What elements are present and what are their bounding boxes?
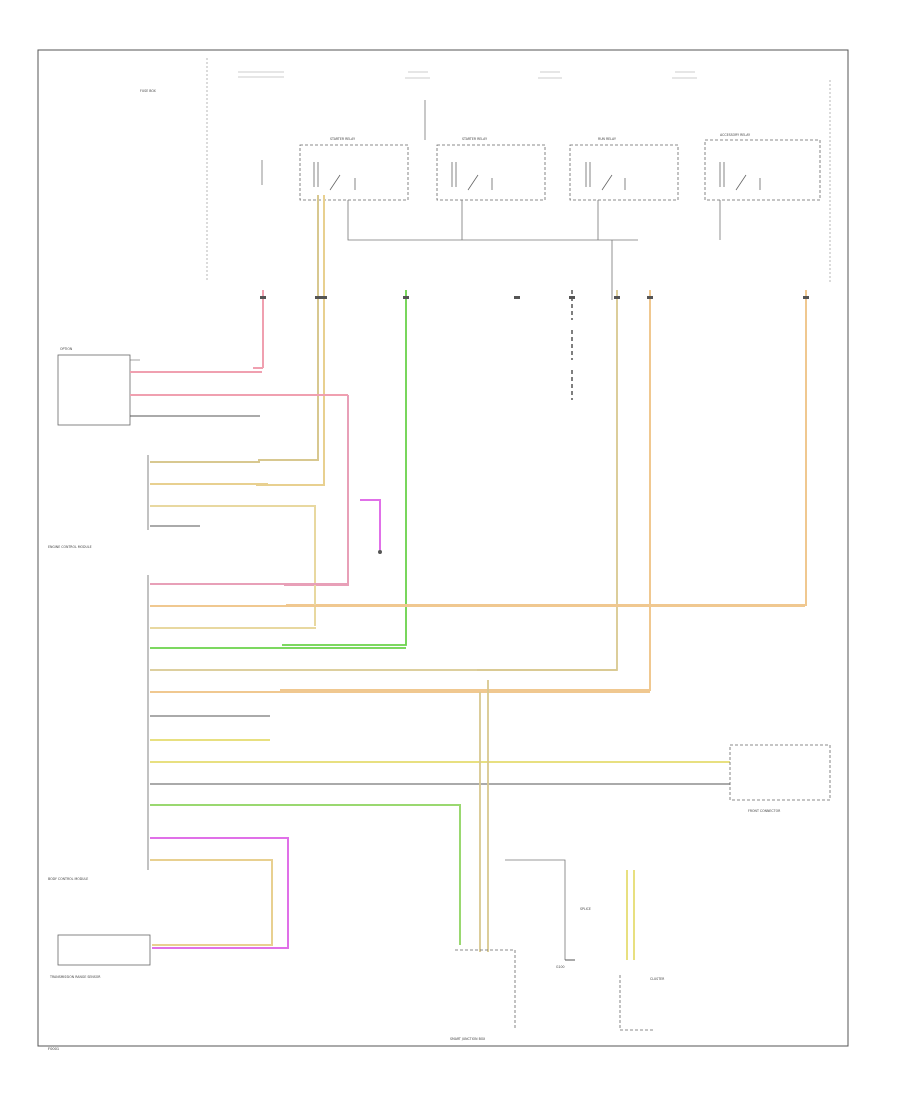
ground-symbol: G100 <box>556 959 575 969</box>
ground-label: G100 <box>556 965 565 969</box>
cluster-group: CLUSTER <box>619 870 665 1031</box>
right-connector: FRONT CONNECTOR <box>729 744 831 813</box>
gateway-label: SMART JUNCTION BOX <box>450 1037 486 1041</box>
relay-accessory: ACCESSORY RELAY <box>704 133 821 201</box>
fuse-feed <box>261 100 613 300</box>
magenta-splice-wire <box>360 499 381 550</box>
fuse-box-label: FUSE BOX <box>140 89 157 93</box>
diagram-frame <box>37 49 849 1047</box>
relay-bus <box>347 200 721 241</box>
ecm-label: ENGINE CONTROL MODULE <box>48 545 92 549</box>
top-left-module: OPTION <box>57 347 349 586</box>
bcm-label: BODY CONTROL MODULE <box>48 877 88 881</box>
top-connector-markers <box>260 296 809 299</box>
splice-label: SPLICE <box>580 907 591 911</box>
relay-starter-1: STARTER RELAY <box>299 137 409 201</box>
svg-text:STARTER RELAY: STARTER RELAY <box>330 137 355 141</box>
gateway-feed <box>479 680 489 952</box>
svg-text:STARTER RELAY: STARTER RELAY <box>462 137 487 141</box>
relay-starter-2: STARTER RELAY <box>436 137 546 201</box>
option-label: OPTION <box>60 347 73 351</box>
diagram-id: F0001 <box>48 1047 59 1051</box>
bcm-connector: BODY CONTROL MODULE <box>48 575 805 949</box>
cluster-label: CLUSTER <box>650 977 665 981</box>
bottom-left-module: TRANSMISSION RANGE SENSOR <box>49 934 151 979</box>
front-connector-label: FRONT CONNECTOR <box>748 809 781 813</box>
relay-run: RUN RELAY <box>569 137 679 201</box>
svg-text:ACCESSORY RELAY: ACCESSORY RELAY <box>720 133 750 137</box>
ecm-connector: ENGINE CONTROL MODULE <box>48 455 316 626</box>
svg-text:RUN RELAY: RUN RELAY <box>598 137 616 141</box>
smart-junction: SMART JUNCTION BOX SPLICE <box>450 859 591 1041</box>
top-labels: FUSE BOX <box>140 71 697 93</box>
trans-sensor-label: TRANSMISSION RANGE SENSOR <box>49 975 101 979</box>
top-vertical-wires <box>253 195 807 691</box>
